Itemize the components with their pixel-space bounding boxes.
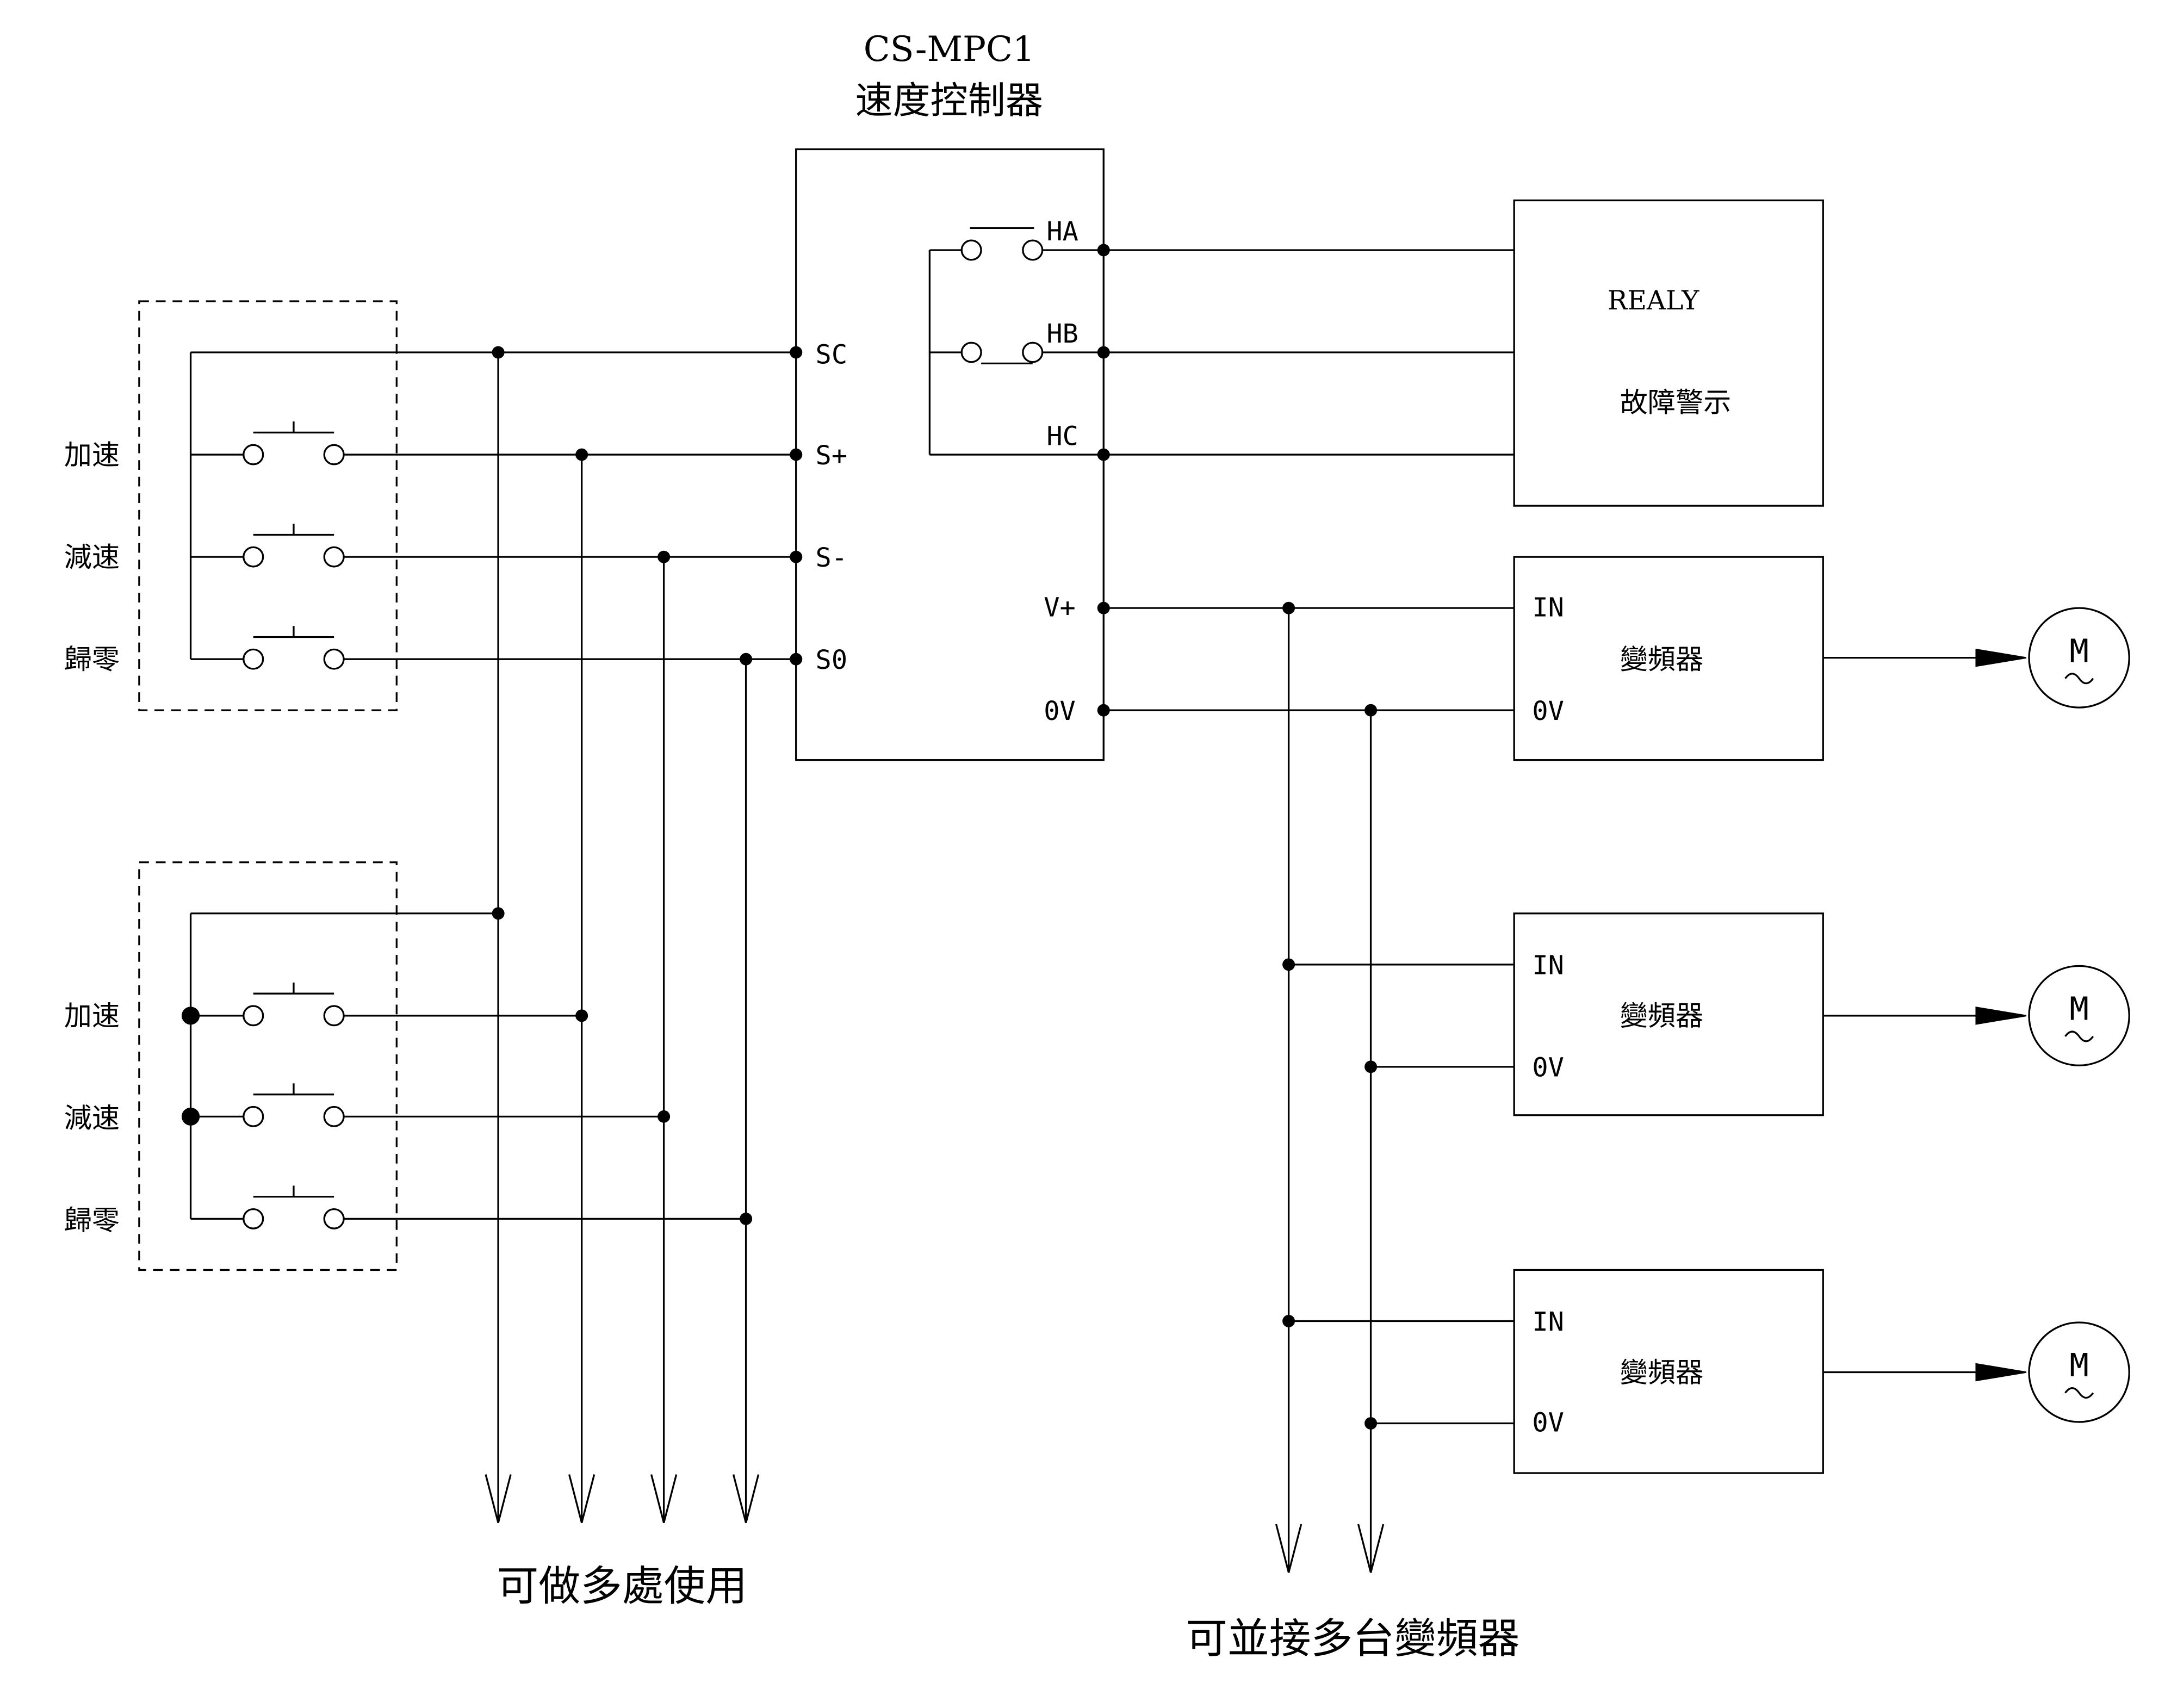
inverter-2-in-label: IN [1532, 951, 1564, 981]
relay-box [1513, 199, 1824, 507]
switch-group-1-decel-label: 減速 [64, 542, 120, 574]
motor-3: M [1823, 1321, 2130, 1423]
inverter-3-name: 變頻器 [1620, 1357, 1704, 1389]
switch-group-1-wiring [189, 351, 796, 670]
inverter-2: IN 變頻器 0V [1513, 912, 1824, 1116]
inverter-1-name: 變頻器 [1620, 644, 1704, 676]
controller-name: 速度控制器 [855, 79, 1043, 123]
terminal-v-plus-label: V+ [1044, 593, 1076, 623]
switch-group-1-zero-label: 歸零 [64, 644, 120, 676]
relay-label: REALY [1608, 285, 1699, 316]
motor-1: M [1823, 607, 2130, 709]
motor-1-label: M [2069, 632, 2088, 669]
inverter-1: IN 變頻器 0V [1513, 556, 1824, 761]
controller-model: CS-MPC1 [864, 29, 1035, 70]
internal-relay-contacts [928, 227, 1104, 456]
switch-group-2-decel-label: 減速 [64, 1103, 120, 1135]
switch-group-2-frame [138, 861, 398, 1271]
terminal-s0-label: S0 [816, 645, 848, 675]
junction-dots [181, 244, 1378, 1430]
relay-wires [1103, 249, 1515, 456]
terminal-sc-label: SC [816, 340, 848, 370]
terminal-s-minus-label: S- [816, 543, 848, 573]
inverter-2-name: 變頻器 [1620, 1001, 1704, 1033]
terminal-0v-label: 0V [1044, 696, 1076, 726]
relay-function: 故障警示 [1620, 387, 1732, 419]
terminal-s-plus-label: S+ [816, 440, 848, 471]
switch-group-2-accel-label: 加速 [64, 1001, 120, 1033]
terminal-ha-label: HA [1046, 216, 1078, 247]
inverter-1-in-label: IN [1532, 593, 1564, 623]
inverter-3: IN 變頻器 0V [1513, 1269, 1824, 1474]
inverter-2-0v-label: 0V [1532, 1053, 1564, 1083]
motor-2-label: M [2069, 991, 2088, 1028]
motor-2: M [1823, 965, 2130, 1066]
inverter-1-0v-label: 0V [1532, 696, 1564, 726]
note-multi-inverter: 可並接多台變頻器 [1186, 1615, 1519, 1663]
power-bus [1103, 607, 1515, 1573]
multi-location-bus [485, 352, 760, 1523]
inverter-3-in-label: IN [1532, 1307, 1564, 1337]
switch-group-1-accel-label: 加速 [64, 439, 120, 471]
switch-group-2-wiring [189, 912, 746, 1229]
inverter-3-0v-label: 0V [1532, 1408, 1564, 1438]
note-multi-location: 可做多處使用 [497, 1562, 748, 1611]
terminal-hc-label: HC [1046, 421, 1078, 451]
motor-3-label: M [2069, 1347, 2088, 1384]
switch-group-2-zero-label: 歸零 [64, 1205, 120, 1237]
switch-group-1-frame [138, 300, 398, 711]
terminal-hb-label: HB [1046, 319, 1078, 349]
